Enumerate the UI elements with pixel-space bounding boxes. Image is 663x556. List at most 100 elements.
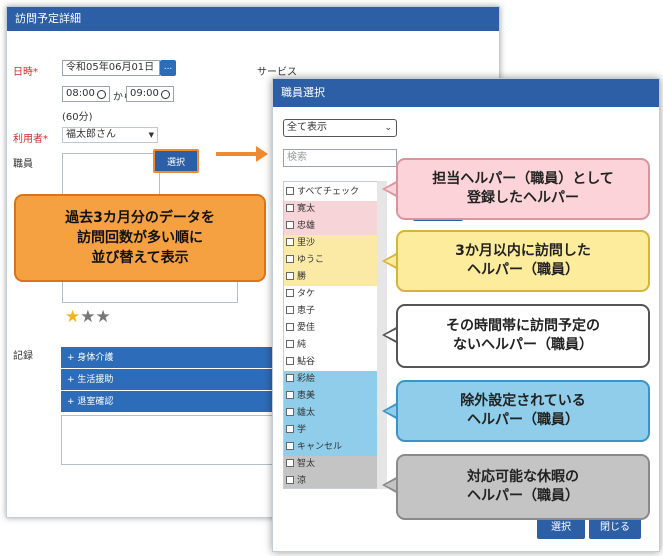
chevron-down-icon: ▼ <box>148 131 154 139</box>
staff-row[interactable]: 里沙 <box>284 235 386 252</box>
star-icon[interactable]: ★ <box>65 307 81 327</box>
date-field[interactable]: 令和05年06月01日 <box>62 60 160 76</box>
staff-row[interactable]: 愛佳 <box>284 320 386 337</box>
staff-list: すべてチェック 寛太忠雄里沙ゆうこ勝タケ恵子愛佳純鮎谷彩絵恵美雄太学キャンセル智… <box>283 181 387 489</box>
staff-row[interactable]: 鮎谷 <box>284 354 386 371</box>
staff-row[interactable]: 彩絵 <box>284 371 386 388</box>
filter-select-value: 全て表示 <box>287 122 327 133</box>
callout-pointer <box>385 478 399 492</box>
star-icon[interactable]: ★ <box>80 307 96 327</box>
modal-close-button[interactable]: 閉じる <box>589 517 641 539</box>
callout-free-helpers: その時間帯に訪問予定の ないヘルパー（職員） <box>396 304 650 368</box>
staff-row[interactable]: タケ <box>284 286 386 303</box>
staff-selection-box-lower <box>62 277 238 303</box>
staff-row[interactable]: 寛太 <box>284 201 386 218</box>
staff-name: 涼 <box>297 476 307 486</box>
callout-line: 訪問回数が多い順に <box>77 230 203 246</box>
staff-name: 愛佳 <box>297 323 316 333</box>
staff-name: 勝 <box>297 272 307 282</box>
date-label-wrap: 日時* <box>13 63 38 78</box>
staff-name: ゆうこ <box>297 255 325 265</box>
staff-row[interactable]: 勝 <box>284 269 386 286</box>
checkbox[interactable] <box>286 254 294 263</box>
rating: ★★★ <box>65 307 111 326</box>
callout-line: ヘルパー（職員） <box>467 262 579 278</box>
callout-recent-helpers: 3か月以内に訪問した ヘルパー（職員） <box>396 230 650 292</box>
time-from-field[interactable]: 08:00 <box>62 86 110 102</box>
staff-row[interactable]: 涼 <box>284 473 386 488</box>
staff-name: 純 <box>297 340 307 350</box>
checkbox[interactable] <box>286 186 294 195</box>
callout-recent-wrap: 3か月以内に訪問した ヘルパー（職員） <box>382 230 650 292</box>
clock-icon <box>161 90 170 99</box>
user-select[interactable]: 福太郎さん ▼ <box>62 127 158 143</box>
search-input[interactable]: 検索 <box>283 149 397 167</box>
staff-row[interactable]: 恵子 <box>284 303 386 320</box>
checkbox[interactable] <box>286 424 294 433</box>
callout-free-wrap: その時間帯に訪問予定の ないヘルパー（職員） <box>382 304 650 368</box>
star-icon[interactable]: ★ <box>95 307 111 327</box>
checkbox[interactable] <box>286 322 294 331</box>
staff-name: 学 <box>297 425 307 435</box>
staff-name: 忠雄 <box>297 221 316 231</box>
staff-row[interactable]: 雄太 <box>284 405 386 422</box>
staff-row[interactable]: 智太 <box>284 456 386 473</box>
checkbox[interactable] <box>286 475 294 484</box>
staff-row[interactable]: 学 <box>284 422 386 439</box>
clock-icon <box>97 90 106 99</box>
staff-name: 恵美 <box>297 391 316 401</box>
staff-row[interactable]: ゆうこ <box>284 252 386 269</box>
staff-row[interactable]: キャンセル <box>284 439 386 456</box>
callout-line: 並び替えて表示 <box>91 250 189 266</box>
modal-select-button[interactable]: 選択 <box>537 517 585 539</box>
checkbox[interactable] <box>286 458 294 467</box>
callout-pointer <box>385 404 399 418</box>
user-select-value: 福太郎さん <box>66 129 116 140</box>
checkbox[interactable] <box>286 441 294 450</box>
callout-line: 対応可能な休暇の <box>467 469 579 485</box>
time-from-value: 08:00 <box>66 88 95 99</box>
callout-line: ヘルパー（職員） <box>467 412 579 428</box>
callout-pointer <box>385 182 399 196</box>
callout-line: ないヘルパー（職員） <box>453 337 593 353</box>
staff-row[interactable]: 恵美 <box>284 388 386 405</box>
user-label: 利用者 <box>13 134 43 145</box>
callout-line: 担当ヘルパー（職員）として <box>432 171 614 187</box>
staff-name: 里沙 <box>297 238 316 248</box>
callout-pointer <box>385 328 399 342</box>
checkbox[interactable] <box>286 237 294 246</box>
panel-title: 訪問予定詳細 <box>7 7 499 31</box>
staff-label: 職員 <box>13 159 33 170</box>
checkbox[interactable] <box>286 390 294 399</box>
callout-vacation-wrap: 対応可能な休暇の ヘルパー（職員） <box>382 454 650 520</box>
callout-line: 3か月以内に訪問した <box>455 243 591 259</box>
arrow-right-icon <box>256 146 268 162</box>
staff-name: 智太 <box>297 459 316 469</box>
checkbox[interactable] <box>286 373 294 382</box>
checkbox[interactable] <box>286 271 294 280</box>
callout-line: 過去3カ月分のデータを <box>65 210 215 226</box>
staff-select-button[interactable]: 選択 <box>153 149 199 173</box>
date-picker-button[interactable]: ... <box>160 60 176 76</box>
checkbox[interactable] <box>286 339 294 348</box>
user-required-mark: * <box>43 134 48 145</box>
checkbox[interactable] <box>286 407 294 416</box>
arrow-shaft <box>216 152 258 156</box>
time-to-field[interactable]: 09:00 <box>126 86 174 102</box>
checkbox[interactable] <box>286 203 294 212</box>
check-all-row[interactable]: すべてチェック <box>284 184 386 201</box>
user-label-wrap: 利用者* <box>13 130 48 145</box>
checkbox[interactable] <box>286 305 294 314</box>
chevron-down-icon: ⌄ <box>384 123 392 133</box>
staff-row[interactable]: 忠雄 <box>284 218 386 235</box>
callout-past-three-months: 過去3カ月分のデータを 訪問回数が多い順に 並び替えて表示 <box>14 194 266 282</box>
staff-row[interactable]: 純 <box>284 337 386 354</box>
filter-select[interactable]: 全て表示 ⌄ <box>283 119 397 137</box>
checkbox[interactable] <box>286 356 294 365</box>
checkbox[interactable] <box>286 220 294 229</box>
time-connector: から <box>113 92 133 103</box>
callout-line: 登録したヘルパー <box>467 190 579 206</box>
date-label: 日時 <box>13 67 33 78</box>
checkbox[interactable] <box>286 288 294 297</box>
